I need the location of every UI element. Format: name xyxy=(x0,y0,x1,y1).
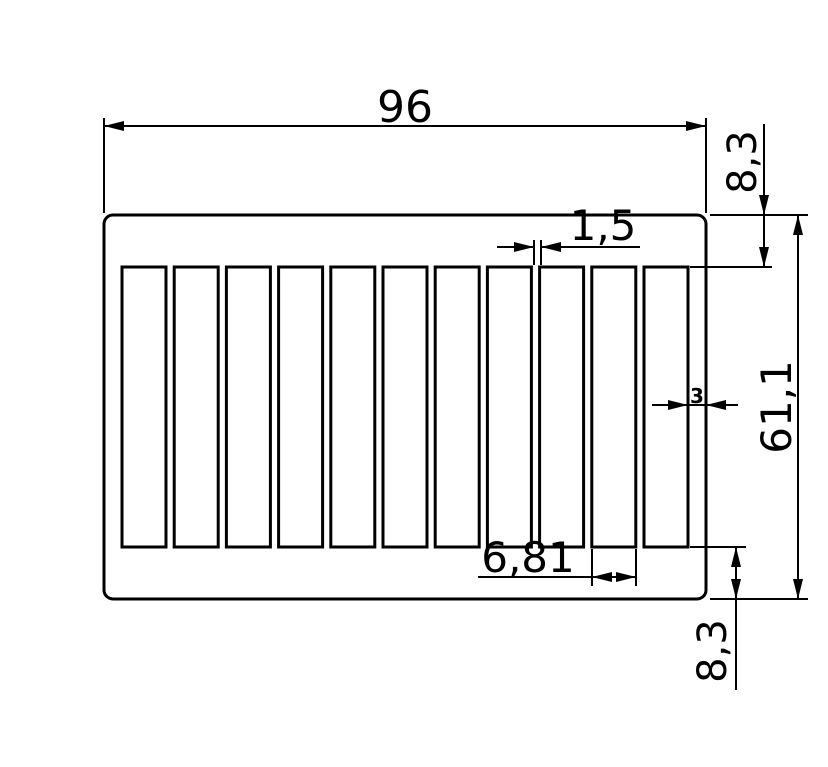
dim-label-top-margin: 8,3 xyxy=(720,130,766,194)
dim-label-bottom-margin: 8,3 xyxy=(690,619,736,683)
dim-label-overall-height: 61,1 xyxy=(752,360,801,454)
slot xyxy=(277,265,325,549)
slot xyxy=(433,265,481,549)
slot xyxy=(590,265,638,549)
dim-label-overall-width: 96 xyxy=(377,82,433,133)
dim-side-margin: 3 xyxy=(652,384,738,410)
slot xyxy=(329,265,377,549)
slot-group xyxy=(120,265,690,549)
plate-outline xyxy=(102,213,708,601)
slot xyxy=(485,265,533,549)
dim-bottom-margin: 8,3 xyxy=(690,546,746,690)
dim-label-slot-gap: 1,5 xyxy=(570,201,637,250)
slot xyxy=(642,265,690,549)
dim-label-side-margin: 3 xyxy=(690,384,704,408)
dim-slot-width: 6,81 xyxy=(478,533,637,586)
slot xyxy=(172,265,220,549)
dim-overall-width: 96 xyxy=(103,82,707,213)
slot xyxy=(381,265,429,549)
dim-top-margin: 8,3 xyxy=(690,124,808,268)
slot xyxy=(224,265,272,549)
slot xyxy=(120,265,168,549)
dim-label-slot-width: 6,81 xyxy=(481,533,575,582)
dim-overall-height: 61,1 xyxy=(710,215,808,600)
dim-slot-gap: 1,5 xyxy=(497,201,640,265)
slot xyxy=(538,265,586,549)
